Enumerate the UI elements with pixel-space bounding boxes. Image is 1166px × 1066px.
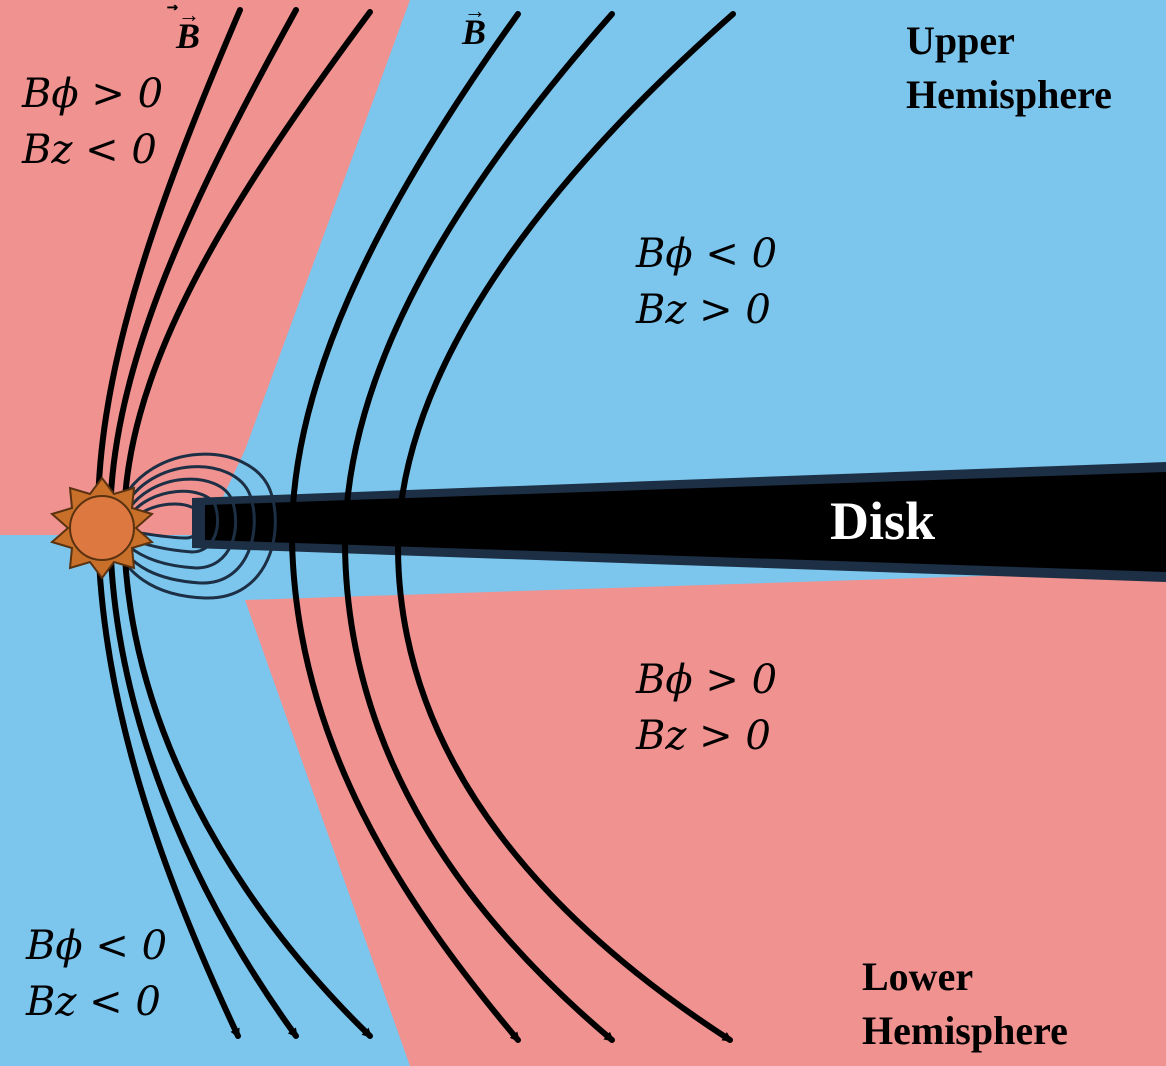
region-bottom-left-bphi: Bϕ < 0 — [26, 923, 168, 969]
region-label-top-left: Bϕ > 0 Bz < 0 — [22, 66, 163, 178]
disk-label: Disk — [830, 491, 936, 551]
region-label-top-right: Bϕ < 0 Bz > 0 — [636, 226, 777, 338]
field-vector-right-text: B — [462, 12, 487, 52]
magnetosphere-loop — [113, 452, 277, 600]
vector-arrow-icon: ⃗→ — [178, 2, 200, 27]
region-top-right-bphi: Bϕ < 0 — [636, 231, 778, 277]
lower-hemisphere-label: Lower Hemisphere — [862, 950, 1068, 1058]
region-top-left-bphi: Bϕ > 0 — [22, 71, 164, 117]
magnetosphere-loops — [113, 452, 277, 600]
magnetosphere-loop — [118, 465, 256, 585]
field-line — [394, 11, 736, 1043]
region-top-left-bz: Bz < 0 — [22, 127, 157, 173]
star-core — [69, 495, 135, 561]
field-line — [341, 11, 615, 1043]
lower-hemisphere-line-2: Hemisphere — [862, 1008, 1068, 1053]
field-line — [288, 11, 521, 1043]
disk-body — [205, 472, 1166, 572]
region-lower-right-positive — [245, 570, 1166, 1066]
magnetosphere-loop — [128, 502, 202, 540]
vector-arrow-icon: → — [464, 0, 486, 23]
region-bottom-right-bz: Bz > 0 — [636, 713, 771, 759]
field-vector-left-text: B — [176, 16, 201, 56]
region-bottom-right-bphi: Bϕ > 0 — [636, 657, 778, 703]
upper-hemisphere-line-2: Hemisphere — [906, 72, 1112, 117]
region-label-bottom-right: Bϕ > 0 Bz > 0 — [636, 652, 777, 764]
field-vector-label-left: ⃗→ B — [176, 4, 201, 56]
region-upper-left-positive — [0, 0, 410, 535]
region-bottom-left-bz: Bz < 0 — [26, 979, 161, 1025]
region-label-bottom-left: Bϕ < 0 Bz < 0 — [26, 918, 167, 1030]
magnetosphere-loop — [126, 489, 220, 554]
upper-hemisphere-line-1: Upper — [906, 18, 1015, 63]
lower-hemisphere-line-1: Lower — [862, 954, 974, 999]
region-top-right-bz: Bz > 0 — [636, 287, 771, 333]
field-vector-label-right: → B — [462, 0, 487, 52]
star-icon — [49, 476, 155, 580]
magnetosphere-loop — [122, 477, 238, 570]
upper-hemisphere-label: Upper Hemisphere — [906, 14, 1112, 122]
